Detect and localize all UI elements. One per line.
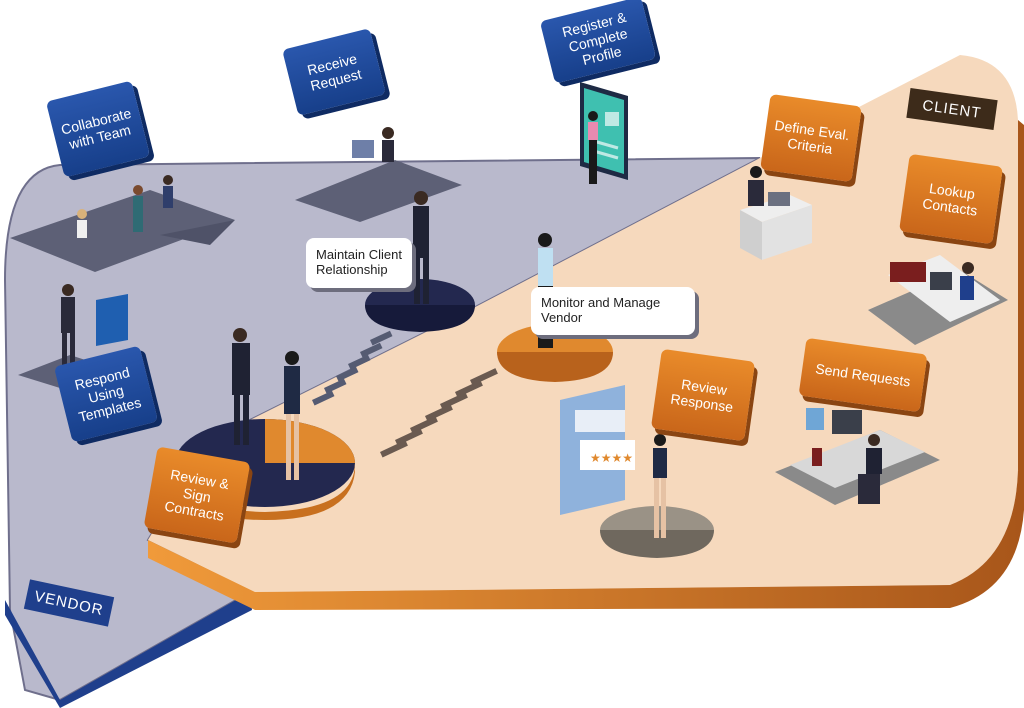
profile-board: [580, 82, 628, 180]
person-collaborate-3: [77, 209, 87, 238]
person-contracts-woman: [284, 351, 300, 480]
person-maintain: [413, 191, 429, 304]
label-review-sign: Review & Sign Contracts: [143, 446, 251, 544]
stairs-upper: [311, 330, 393, 406]
svg-text:★★★★: ★★★★: [590, 451, 633, 465]
person-lookup: [960, 262, 974, 300]
label-maintain: Maintain Client Relationship: [306, 238, 412, 288]
person-collaborate-2: [163, 175, 173, 208]
receive-platform: [295, 160, 462, 222]
maintain-podium: [365, 279, 475, 332]
person-contracts-man: [232, 328, 250, 445]
label-review-response: Review Response: [650, 348, 756, 442]
person-collaborate-1: [133, 185, 143, 232]
label-define: Define Eval. Criteria: [760, 93, 862, 183]
review-cards: ★★★★: [560, 385, 635, 515]
monitor-podium: [497, 324, 613, 382]
person-receive: [352, 127, 394, 162]
label-lookup: Lookup Contacts: [899, 153, 1003, 245]
stairs-lower: [380, 368, 498, 458]
person-send: [858, 434, 882, 504]
label-monitor: Monitor and Manage Vendor: [531, 287, 695, 335]
person-define: [748, 166, 790, 206]
send-desk: [775, 408, 940, 505]
person-respond: [61, 284, 128, 371]
collaborate-platform: [10, 190, 235, 272]
person-review: [653, 434, 667, 538]
define-desk: [740, 195, 812, 260]
person-register: [588, 111, 598, 184]
